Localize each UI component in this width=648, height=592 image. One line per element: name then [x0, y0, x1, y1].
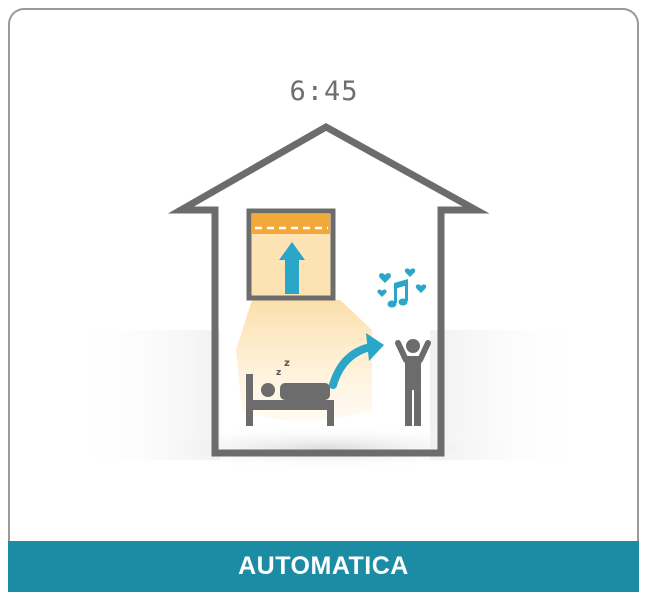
heart-right: [416, 284, 426, 293]
sleeper-body: [280, 383, 330, 400]
curved-arrow-head: [366, 333, 384, 361]
person-leg-right: [414, 388, 421, 426]
floor-shadow: [111, 426, 541, 470]
bed-leg: [327, 400, 334, 426]
note-head-left: [388, 301, 397, 308]
mode-banner: AUTOMATICA: [8, 541, 639, 592]
up-arrow-shaft: [285, 259, 299, 294]
heart-left: [377, 290, 386, 297]
person-leg-left: [405, 388, 412, 426]
sleeper-head: [261, 383, 275, 397]
mode-label: AUTOMATICA: [238, 552, 409, 581]
shade-roll: [252, 214, 330, 234]
zzz-small: z: [276, 368, 281, 378]
standing-person-icon: [398, 339, 428, 426]
person-arm-left: [398, 343, 406, 360]
person-arm-right: [420, 343, 428, 360]
music-note-icon: [388, 279, 409, 308]
heart-top-right: [405, 268, 415, 277]
person-head: [406, 339, 420, 353]
zzz-large: z: [284, 358, 290, 369]
bed-mattress: [246, 400, 334, 410]
note-head-right: [399, 299, 408, 306]
heart-top-left: [379, 273, 391, 283]
